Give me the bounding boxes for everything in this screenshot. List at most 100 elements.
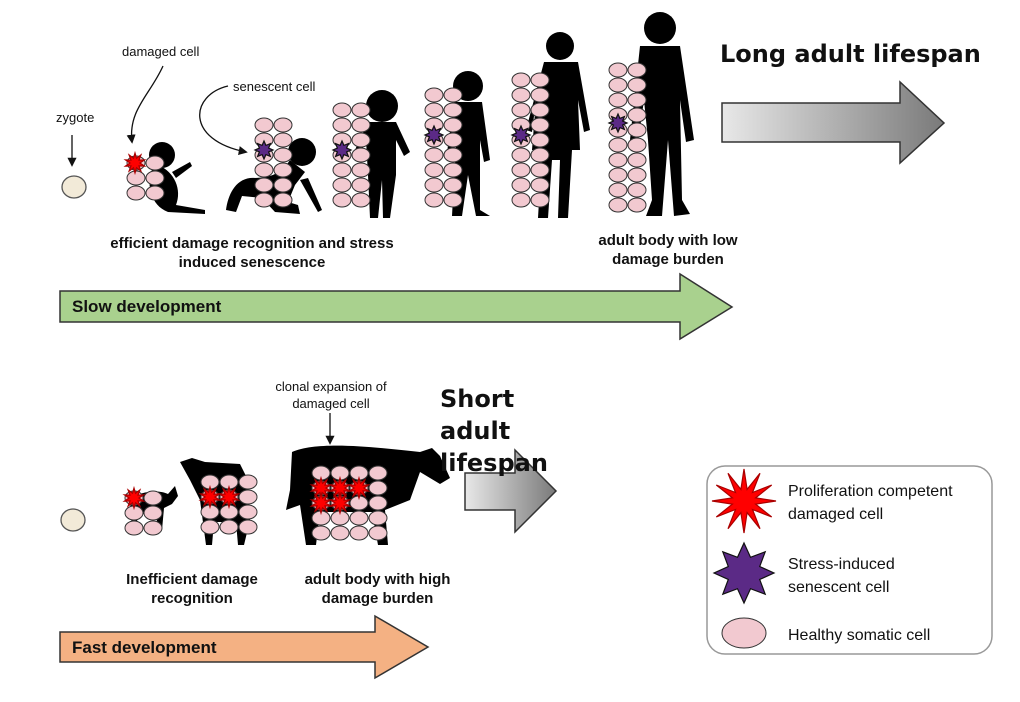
healthy-cell: [332, 102, 352, 118]
healthy-cell: [424, 192, 444, 208]
legend-box: [706, 465, 993, 655]
healthy-cell: [443, 192, 463, 208]
healthy-cell: [443, 87, 463, 103]
healthy-cell: [143, 520, 163, 536]
healthy-cell: [424, 87, 444, 103]
healthy-cell: [200, 519, 220, 535]
healthy-cell: [368, 525, 388, 541]
purple-star-icon: [712, 541, 776, 605]
top-caption-right: adult body with low damage burden: [598, 232, 738, 268]
healthy-cell: [530, 177, 550, 193]
healthy-cell: [530, 117, 550, 133]
healthy-cell: [443, 177, 463, 193]
top-caption-left: efficient damage recognition and stress …: [110, 235, 394, 271]
healthy-cell: [424, 177, 444, 193]
healthy-cell: [511, 162, 531, 178]
healthy-cell: [424, 162, 444, 178]
healthy-cell: [273, 162, 293, 178]
healthy-cell: [627, 197, 647, 213]
healthy-cell: [627, 62, 647, 78]
healthy-cell: [332, 162, 352, 178]
healthy-cell: [254, 162, 274, 178]
damaged-cell-marker: [217, 484, 241, 510]
healthy-cell: [238, 504, 258, 520]
damaged-cell-marker: [347, 475, 371, 501]
healthy-cell: [254, 117, 274, 133]
fast-development-arrow: [59, 614, 430, 680]
healthy-cell: [511, 87, 531, 103]
healthy-cell: [351, 147, 371, 163]
zygote-bottom: [60, 508, 86, 532]
healthy-cell: [145, 170, 165, 186]
healthy-cell: [332, 117, 352, 133]
top-cell-clusters: [123, 62, 647, 213]
healthy-cell: [351, 177, 371, 193]
senescent-cell-marker: [423, 124, 445, 146]
healthy-cell: [332, 192, 352, 208]
damaged-cell-pointer: [126, 65, 164, 144]
healthy-cell: [238, 519, 258, 535]
healthy-cell: [145, 155, 165, 171]
pink-oval-icon: [721, 617, 767, 649]
legend-label-damaged: Proliferation competent damaged cell: [788, 483, 953, 523]
toddler-silhouette: [354, 90, 410, 218]
healthy-cell: [126, 170, 146, 186]
healthy-cell: [145, 185, 165, 201]
healthy-cell: [424, 102, 444, 118]
healthy-cell: [608, 62, 628, 78]
healthy-cell: [627, 122, 647, 138]
healthy-cell: [511, 177, 531, 193]
slow-development-arrow: [59, 272, 734, 341]
adult-man-silhouette: [630, 12, 694, 216]
healthy-cell: [530, 132, 550, 148]
healthy-cell: [443, 162, 463, 178]
senescent-cell-marker: [607, 112, 629, 134]
healthy-cell: [332, 177, 352, 193]
healthy-cell: [424, 147, 444, 163]
healthy-cell: [349, 510, 369, 526]
healthy-cell: [530, 162, 550, 178]
healthy-cell: [443, 102, 463, 118]
healthy-cell: [368, 480, 388, 496]
short-lifespan-arrow: [464, 448, 558, 534]
long-lifespan-title: Long adult lifespan: [720, 40, 981, 68]
healthy-cell: [330, 525, 350, 541]
healthy-cell: [368, 495, 388, 511]
healthy-cell: [368, 465, 388, 481]
bottom-caption-left: Inefficient damage recognition: [126, 571, 258, 607]
healthy-cell: [627, 152, 647, 168]
healthy-cell: [608, 182, 628, 198]
senescent-cell-label: senescent cell: [233, 79, 316, 94]
healthy-cell: [124, 520, 144, 536]
senescent-cell-marker: [510, 124, 532, 146]
healthy-cell: [608, 167, 628, 183]
damaged-cell-marker: [309, 490, 333, 516]
healthy-cell: [443, 147, 463, 163]
healthy-cell: [273, 147, 293, 163]
healthy-cell: [511, 72, 531, 88]
healthy-cell: [511, 147, 531, 163]
zygote-top: [61, 175, 87, 199]
legend-icons: [711, 468, 777, 649]
damaged-cell-marker: [122, 485, 146, 511]
healthy-cell: [351, 132, 371, 148]
crawling-baby-silhouette: [226, 138, 322, 214]
healthy-cell: [143, 490, 163, 506]
healthy-cell: [273, 132, 293, 148]
healthy-cell: [627, 182, 647, 198]
healthy-cell: [530, 102, 550, 118]
healthy-cell: [608, 77, 628, 93]
healthy-cell: [627, 167, 647, 183]
zygote-label: zygote: [56, 110, 95, 125]
bottom-cell-clusters: [122, 465, 388, 541]
damaged-cell-marker: [198, 484, 222, 510]
healthy-cell: [608, 197, 628, 213]
healthy-cell: [530, 87, 550, 103]
healthy-cell: [273, 192, 293, 208]
healthy-cell: [530, 72, 550, 88]
healthy-cell: [351, 117, 371, 133]
healthy-cell: [443, 117, 463, 133]
damaged-cell-marker: [123, 150, 147, 176]
healthy-cell: [273, 117, 293, 133]
